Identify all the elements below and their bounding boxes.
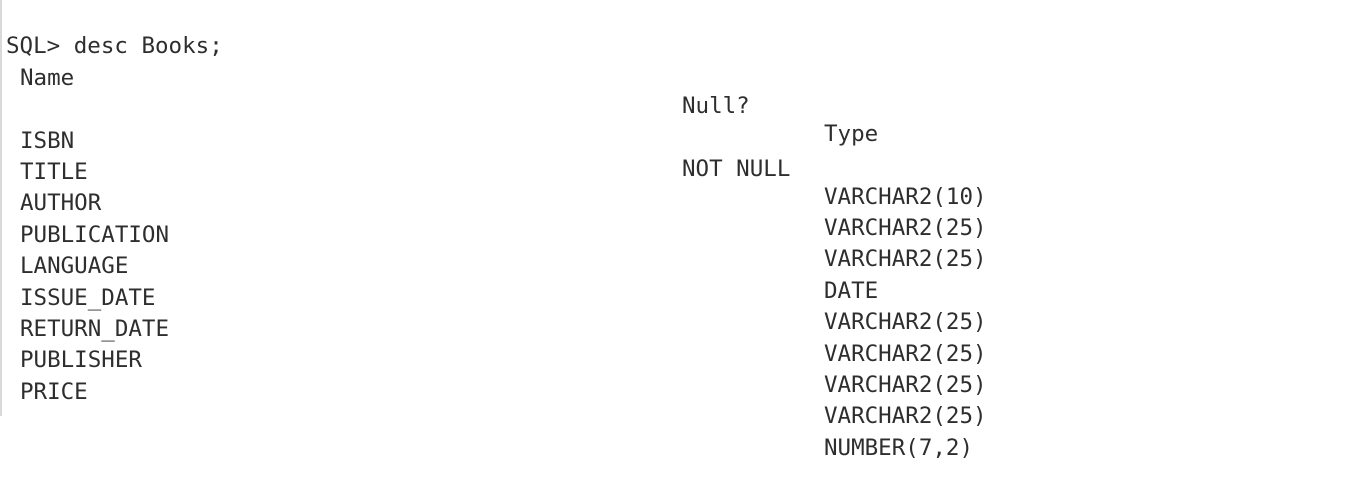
table-row: AUTHOR VARCHAR2(25) bbox=[2, 161, 987, 272]
header-type: Type bbox=[824, 121, 879, 147]
row-name: PRICE bbox=[20, 379, 88, 405]
table-row: PUBLISHER VARCHAR2(25) bbox=[2, 318, 987, 429]
row-type: VARCHAR2(25) bbox=[824, 372, 987, 398]
table-header: Name Null? Type bbox=[2, 36, 878, 147]
table-row: ISSUE_DATE VARCHAR2(25) bbox=[2, 256, 987, 367]
row-name: RETURN_DATE bbox=[20, 316, 170, 342]
header-null: Null? bbox=[682, 93, 750, 119]
row-type: VARCHAR2(25) bbox=[824, 309, 987, 335]
row-name: ISSUE_DATE bbox=[20, 285, 156, 311]
row-type: VARCHAR2(25) bbox=[824, 341, 987, 367]
sql-terminal-output[interactable]: SQL> desc Books; Name Null? Type -------… bbox=[0, 0, 1352, 461]
header-name: Name bbox=[20, 65, 75, 91]
separator-line: --------------------------------------- … bbox=[2, 67, 1203, 95]
separator-type: ---------------------------- bbox=[824, 75, 1204, 88]
table-row: PRICE NUMBER(7,2) bbox=[2, 350, 973, 461]
row-type: VARCHAR2(25) bbox=[824, 403, 987, 429]
row-name: PUBLICATION bbox=[20, 222, 170, 248]
row-name: LANGUAGE bbox=[20, 253, 129, 279]
table-row: RETURN_DATE VARCHAR2(25) bbox=[2, 287, 987, 398]
row-null: NOT NULL bbox=[682, 156, 791, 182]
table-row: TITLE VARCHAR2(25) bbox=[2, 130, 987, 241]
row-type: NUMBER(7,2) bbox=[824, 435, 974, 461]
command-line: SQL> desc Books; bbox=[4, 4, 223, 59]
row-name: ISBN bbox=[20, 128, 75, 154]
row-type: VARCHAR2(25) bbox=[824, 246, 987, 272]
row-type: DATE bbox=[824, 278, 879, 304]
row-type: VARCHAR2(10) bbox=[824, 184, 987, 210]
table-row: LANGUAGE VARCHAR2(25) bbox=[2, 224, 987, 335]
row-name: PUBLISHER bbox=[20, 347, 142, 373]
separator-name: --------------------------------------- bbox=[20, 75, 549, 88]
sql-command: SQL> desc Books; bbox=[6, 33, 223, 59]
row-type: VARCHAR2(25) bbox=[824, 215, 987, 241]
separator-null: -------- bbox=[682, 75, 791, 88]
table-row: ISBN NOT NULL VARCHAR2(10) bbox=[2, 99, 987, 210]
table-row: PUBLICATION DATE bbox=[2, 193, 878, 304]
row-name: AUTHOR bbox=[20, 190, 102, 216]
row-name: TITLE bbox=[20, 159, 88, 185]
